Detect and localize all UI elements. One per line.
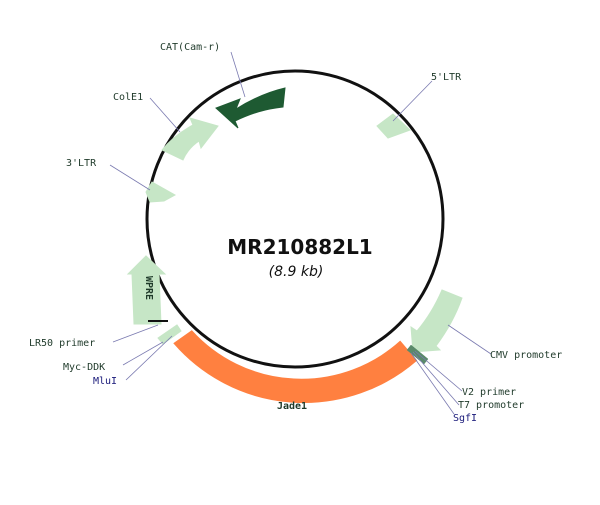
v2-label: V2 primer — [462, 387, 516, 398]
lr50-label: LR50 primer — [29, 338, 95, 349]
cmv-label: CMV promoter — [490, 350, 562, 361]
mycddk-leader — [122, 341, 164, 366]
ltr3-label: 3'LTR — [66, 158, 97, 169]
plasmid-size: (8.9 kb) — [269, 264, 324, 280]
cat-feature — [215, 87, 286, 129]
v2-leader — [414, 350, 463, 392]
cole1-leader — [149, 97, 181, 133]
cmv-leader — [447, 324, 492, 355]
mlui-leader — [125, 335, 173, 381]
ltr3-feature — [145, 181, 177, 203]
wpre-feature — [126, 255, 167, 325]
cat-leader — [230, 51, 246, 98]
ltr3-leader — [109, 164, 151, 191]
cole1-label: ColE1 — [113, 92, 143, 103]
v2-t7-site-marker — [406, 344, 429, 365]
plasmid-backbone — [145, 69, 445, 369]
sgfi-label: SgfI — [453, 413, 477, 424]
t7-leader — [412, 351, 460, 406]
sgfi-leader — [410, 352, 455, 415]
cat-label: CAT(Cam-r) — [160, 42, 220, 53]
cole1-feature — [161, 117, 219, 161]
wpre-label: WPRE — [143, 276, 154, 300]
cmv-feature — [410, 289, 463, 353]
plasmid-name: MR210882L1 — [227, 235, 372, 259]
ltr5-leader — [392, 80, 433, 122]
mycddk-label: Myc-DDK — [63, 362, 105, 373]
ltr5-feature — [376, 113, 411, 139]
jade1-label: Jade1 — [277, 401, 307, 412]
ltr5-label: 5'LTR — [431, 72, 462, 83]
lr50-leader — [112, 324, 159, 343]
mlui-label: MluI — [93, 376, 117, 387]
t7-label: T7 promoter — [458, 400, 524, 411]
mycddk-feature — [157, 324, 182, 345]
